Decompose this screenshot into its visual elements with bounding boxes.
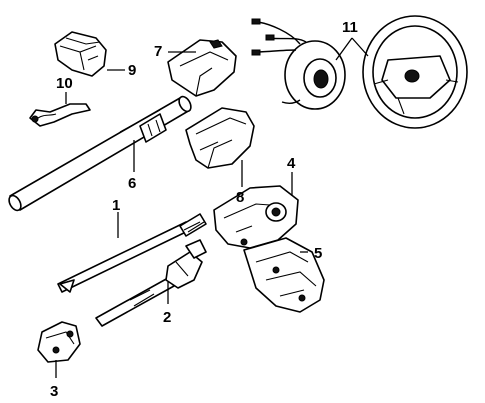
part-1-steering-shaft — [57, 213, 207, 293]
callout-2: 2 — [163, 309, 171, 326]
part-2-lower-shaft — [95, 239, 207, 327]
part-3-lower-joint — [37, 321, 81, 363]
part-5-column-bracket — [243, 237, 325, 313]
callout-9: 9 — [128, 62, 136, 79]
callout-5: 5 — [314, 245, 322, 262]
part-4-lock-housing — [213, 185, 299, 249]
callout-labels: 1 2 3 4 5 6 7 8 9 10 11 — [50, 19, 358, 400]
callout-4: 4 — [287, 155, 296, 172]
callout-11: 11 — [342, 19, 358, 36]
callout-6: 6 — [128, 175, 136, 192]
part-9-shroud-bracket — [54, 31, 107, 77]
callout-7: 7 — [154, 43, 162, 60]
callout-8: 8 — [236, 189, 244, 206]
part-11-clock-spring — [251, 18, 346, 110]
part-10-tilt-lever — [29, 103, 91, 127]
leader-lines — [55, 37, 369, 378]
callout-1: 1 — [112, 197, 120, 214]
callout-3: 3 — [50, 383, 58, 400]
part-8-lower-cover — [185, 107, 255, 169]
part-6-column-tube — [8, 95, 192, 212]
leader-11a — [335, 37, 353, 61]
part-7-upper-cover — [167, 39, 237, 97]
part-11-steering-wheel — [362, 15, 468, 129]
callout-10: 10 — [56, 75, 73, 92]
leader-11b — [351, 37, 369, 57]
